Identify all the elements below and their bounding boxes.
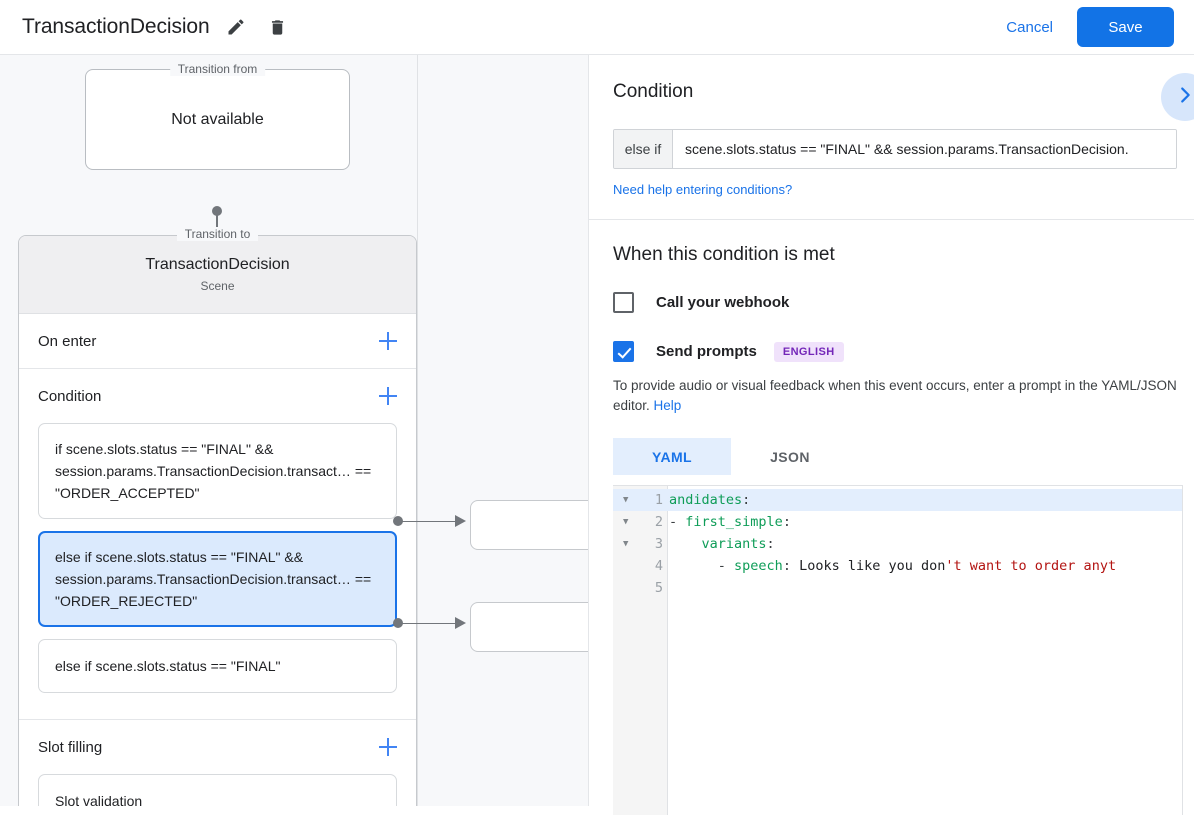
editor-code: variants: [701,536,775,552]
editor-line-number: 3 [654,536,663,552]
editor-code: andidates: [669,492,751,508]
scene-name: TransactionDecision [145,256,290,273]
add-condition-icon[interactable] [376,384,400,408]
transition-from-legend: Transition from [169,62,266,76]
editor-code: - speech: Looks like you don't want to o… [669,558,1117,574]
editor-line[interactable]: ▼ 1 andidates: [613,489,1183,511]
condition-prefix-label: else if [614,130,673,168]
save-button[interactable]: Save [1077,7,1174,47]
send-prompts-label: Send prompts [656,343,757,360]
scene-graph-canvas[interactable]: Transition from Not available Transactio… [0,55,588,806]
section-condition: Condition if scene.slots.status == "FINA… [19,369,416,720]
canvas-guide-line [417,55,418,806]
condition-section: Condition else if scene.slots.status == … [589,55,1194,220]
editor-line[interactable]: ▼ 3 variants: [613,533,1183,555]
slot-validation-item[interactable]: Slot validation [38,774,397,806]
send-prompts-checkbox[interactable] [613,341,634,362]
prompt-help-link[interactable]: Help [653,398,682,413]
pencil-icon [226,17,246,37]
condition-item-selected[interactable]: else if scene.slots.status == "FINAL" &&… [38,531,397,627]
editor-line-number: 2 [654,514,663,530]
section-header-condition: Condition [19,369,416,423]
edit-name-button[interactable] [220,11,252,43]
condition-item[interactable]: else if scene.slots.status == "FINAL" [38,639,397,693]
transition-from-node[interactable]: Transition from Not available [85,62,350,170]
yaml-editor[interactable]: ▼ 1 andidates: ▼ 2 - first_simple: ▼ 3 variants… [613,485,1183,815]
delete-button[interactable] [262,11,294,43]
app-header: TransactionDecision Cancel Save [0,0,1194,55]
section-title: On enter [38,332,97,350]
target-node-rejected[interactable] [470,602,588,652]
editor-fold-column [613,486,642,815]
tab-yaml[interactable]: YAML [613,438,731,475]
fold-toggle-icon[interactable]: ▼ [623,539,629,549]
editor-line[interactable]: 4 - speech: Looks like you don't want to… [613,555,1183,577]
editor-format-tabs[interactable]: YAML JSON [613,438,1194,475]
condition-input-row[interactable]: else if scene.slots.status == "FINAL" &&… [613,129,1177,169]
prompt-description-text: To provide audio or visual feedback when… [613,378,1177,413]
edge-line [398,622,456,624]
language-badge: ENGLISH [773,341,844,362]
send-prompts-row[interactable]: Send prompts ENGLISH [613,341,1194,362]
scene-header: TransactionDecision Scene [19,236,416,314]
edge-arrowhead-icon [455,617,466,629]
prompt-description: To provide audio or visual feedback when… [613,376,1177,416]
when-condition-met-section: When this condition is met Call your web… [589,220,1194,815]
editor-line[interactable]: ▼ 2 - first_simple: [613,511,1183,533]
section-header-slot-filling: Slot filling [19,720,416,774]
add-slot-filling-icon[interactable] [376,735,400,759]
fold-toggle-icon[interactable]: ▼ [623,495,629,505]
condition-expression-input[interactable]: scene.slots.status == "FINAL" && session… [673,130,1176,168]
chevron-right-icon [1174,84,1194,111]
condition-item[interactable]: if scene.slots.status == "FINAL" && sess… [38,423,397,519]
add-on-enter-icon[interactable] [376,329,400,353]
section-on-enter: On enter [19,314,416,369]
transition-from-value: Not available [171,110,264,128]
editor-code: - first_simple: [669,514,791,530]
edge-line [398,520,456,522]
call-webhook-row[interactable]: Call your webhook [613,292,1194,313]
cancel-button[interactable]: Cancel [992,11,1067,44]
target-node-accepted[interactable] [470,500,588,550]
collapse-panel-button[interactable] [1161,73,1194,121]
condition-heading: Condition [613,81,694,102]
trash-icon [268,18,287,37]
call-webhook-label: Call your webhook [656,294,790,311]
condition-detail-panel: Condition else if scene.slots.status == … [588,55,1194,815]
condition-help-link[interactable]: Need help entering conditions? [613,182,793,197]
scene-type: Scene [200,279,235,293]
fold-toggle-icon[interactable]: ▼ [623,517,629,527]
section-title: Slot filling [38,738,103,756]
when-met-heading: When this condition is met [613,244,835,265]
edge-arrowhead-icon [455,515,466,527]
editor-line[interactable]: 5 [613,577,1183,599]
editor-line-number: 1 [654,492,663,508]
editor-scrollbar[interactable] [1182,486,1183,815]
tab-json[interactable]: JSON [770,448,810,465]
page-title: TransactionDecision [22,15,210,38]
editor-line-number: 4 [654,558,663,574]
editor-line-number: 5 [654,580,663,596]
editor-line-number-gutter [642,486,668,815]
section-title: Condition [38,387,102,405]
transition-to-node[interactable]: TransactionDecision Scene On enter Condi… [18,235,417,806]
call-webhook-checkbox[interactable] [613,292,634,313]
section-header-on-enter: On enter [19,314,416,368]
section-slot-filling: Slot filling Slot validation [19,720,416,806]
